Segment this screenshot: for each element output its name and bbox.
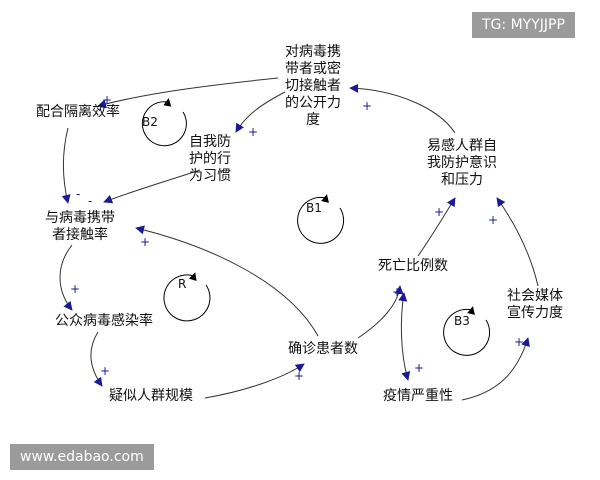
watermark-bottom: www.edabao.com: [10, 444, 154, 470]
sign-suspected-confirmed: +: [294, 369, 305, 383]
sign-contact-infection: +: [70, 282, 81, 296]
link-severity-to-media: [461, 337, 530, 401]
link-confirmed-to-contact: [135, 225, 319, 337]
link-suspected-to-confirmed: [204, 363, 305, 399]
sign-death-severity: +: [414, 361, 425, 375]
sign-center-selfprotect: +: [248, 125, 259, 139]
sign-severity-media: +: [514, 335, 525, 349]
sign-selfprotect-contact: -: [88, 194, 93, 208]
sign-infection-suspected: +: [100, 364, 111, 378]
loop-label-r: R: [178, 277, 187, 291]
node-public-disclosure: 对病毒携带者或密切接触者的公开力度: [285, 44, 341, 128]
link-death-to-susceptible: [417, 197, 456, 257]
node-social-media: 社会媒体宣传力度: [507, 288, 563, 321]
link-center-to-selfprotect: [235, 91, 286, 133]
link-media-to-susceptible: [496, 197, 539, 287]
link-infection-to-suspected: [90, 331, 103, 387]
node-isolation-efficiency: 配合隔离效率: [36, 104, 120, 120]
sign-isolation-contact: -: [76, 187, 81, 201]
sign-death-susceptible: +: [434, 205, 445, 219]
node-self-protection-habit: 自我防护的行为习惯: [189, 134, 231, 184]
loop-label-b1: B1: [306, 201, 322, 215]
node-suspected-population: 疑似人群规模: [109, 388, 193, 404]
node-confirmed-cases: 确诊患者数: [288, 341, 358, 357]
sign-center-isolation: +: [102, 93, 113, 107]
node-contact-rate: 与病毒携带者接触率: [45, 210, 115, 243]
loop-r-arc: [163, 272, 211, 322]
loop-label-b3: B3: [454, 314, 470, 328]
node-infection-rate: 公众病毒感染率: [55, 313, 153, 329]
link-confirmed-to-death: [357, 285, 404, 339]
link-center-to-isolation: [97, 77, 279, 109]
sign-confirmed-contact: +: [140, 235, 151, 249]
sign-confirmed-death: +: [392, 285, 403, 299]
node-epidemic-severity: 疫情严重性: [383, 388, 453, 404]
sign-media-susceptible: +: [488, 213, 499, 227]
sign-susceptible-center: +: [362, 99, 373, 113]
loop-b3-arc: [443, 306, 491, 356]
node-susceptible-awareness: 易感人群自我防护意识和压力: [427, 138, 497, 188]
loop-b1-arc: [297, 194, 345, 244]
watermark-top: TG: MYYJJPP: [472, 12, 575, 38]
node-death-ratio: 死亡比例数: [378, 258, 448, 274]
link-susceptible-to-center: [349, 83, 456, 134]
loop-b2-arc: [141, 98, 187, 147]
loop-label-b2: B2: [142, 115, 158, 129]
link-selfprotect-to-contact: [103, 169, 201, 204]
link-contact-to-infection: [59, 244, 73, 311]
link-isolation-to-contact: [61, 127, 71, 204]
link-death-severity-link: [398, 292, 411, 381]
